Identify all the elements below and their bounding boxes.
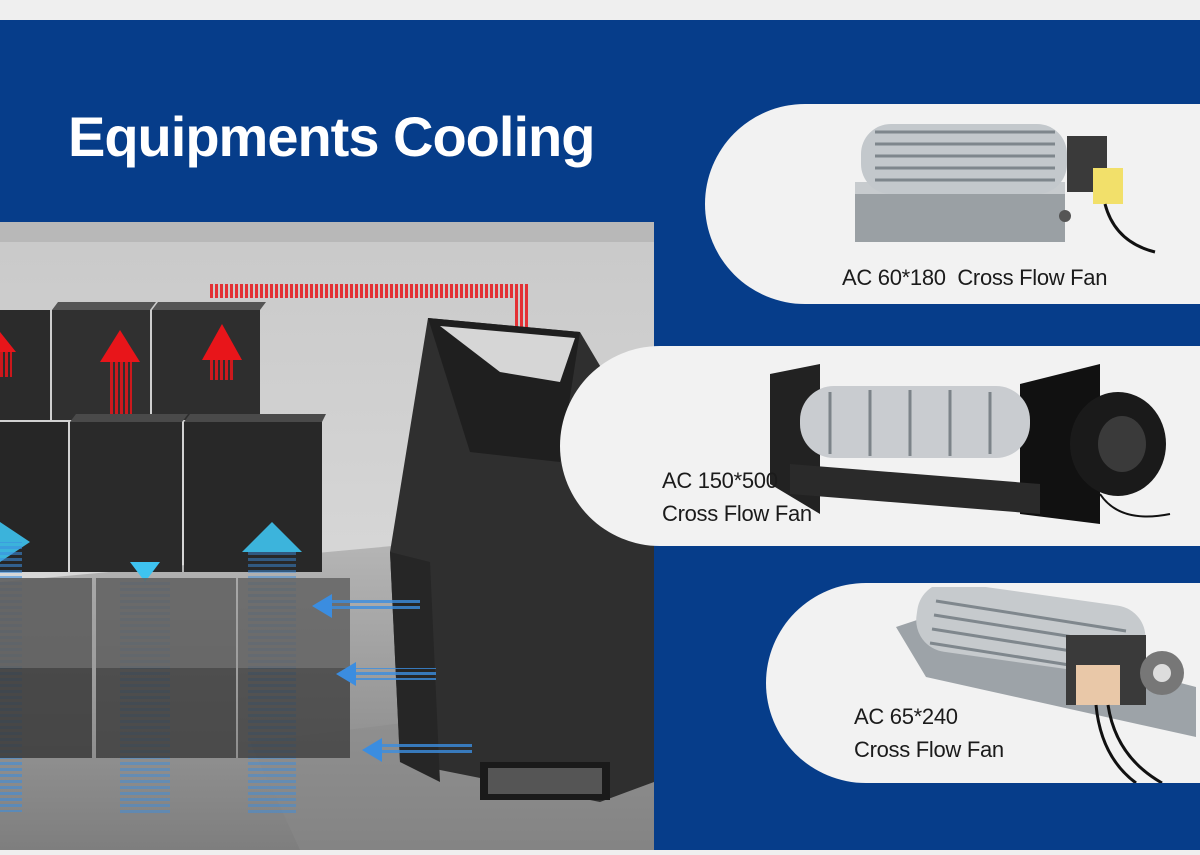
supply-air-left-arrow-icon [312,594,472,762]
fan-label-line: AC 150*500 [662,468,778,493]
cross-flow-fan-medium-icon [896,587,1196,783]
cross-flow-fan-small-icon [855,124,1156,254]
product-card-ac-65x240: AC 65*240 Cross Flow Fan [766,583,1200,783]
hot-air-up-arrow-icon [0,324,242,417]
cross-flow-fan-large-icon [770,364,1171,524]
fan-label: AC 60*180 Cross Flow Fan [842,261,1107,294]
fan-label-line: Cross Flow Fan [662,501,812,526]
product-card-ac-150x500: AC 150*500 Cross Flow Fan [560,346,1200,546]
server-room-airflow-illustration [0,222,654,850]
fan-label: AC 150*500 Cross Flow Fan [662,464,812,530]
fan-label-line: AC 60*180 Cross Flow Fan [842,265,1108,290]
page-title: Equipments Cooling [68,105,595,168]
product-card-ac-60x180: AC 60*180 Cross Flow Fan [705,104,1200,304]
fan-label-line: Cross Flow Fan [854,737,1004,762]
fan-label-line: AC 65*240 [854,704,958,729]
fan-label: AC 65*240 Cross Flow Fan [854,700,1004,766]
server-room-svg [0,222,654,850]
